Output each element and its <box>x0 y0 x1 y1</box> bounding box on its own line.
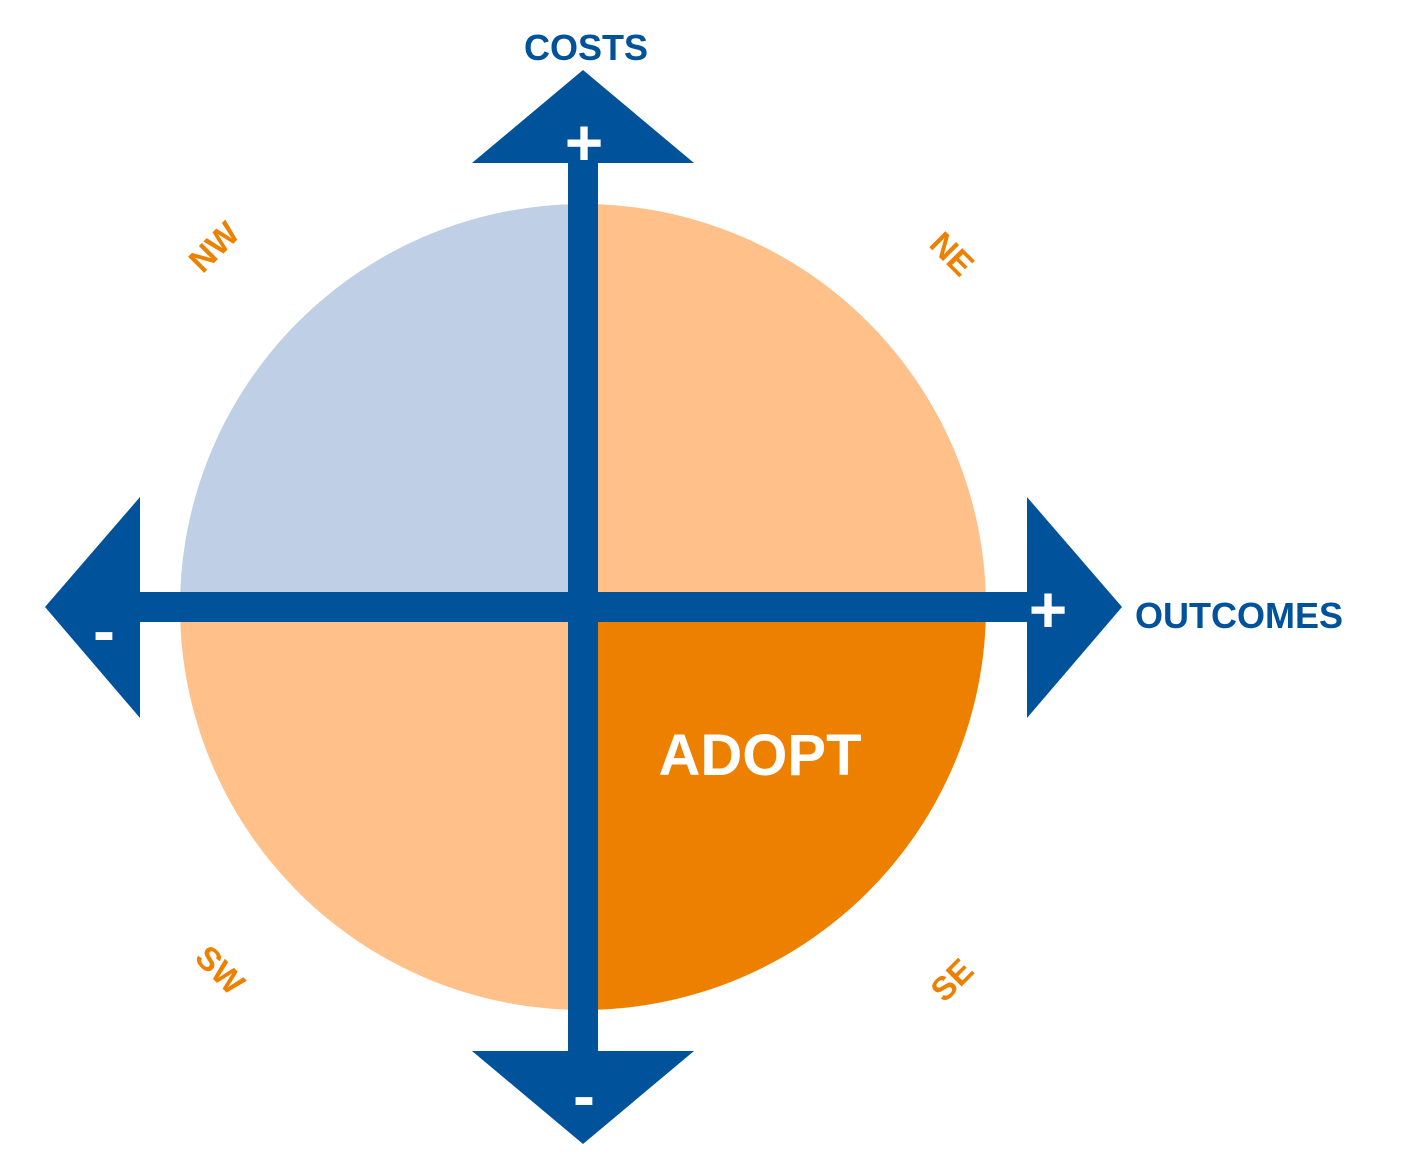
costs-down-arrowhead <box>472 1051 694 1144</box>
quadrant-se <box>583 607 986 1010</box>
quadrant-sw <box>180 607 583 1010</box>
outcomes-left-arrowhead <box>45 497 140 718</box>
quadrant-nw <box>180 204 583 607</box>
direction-ne: NE <box>923 225 982 284</box>
direction-se: SE <box>923 951 980 1008</box>
direction-nw: NW <box>181 214 247 280</box>
adopt-label: ADOPT <box>659 723 862 788</box>
quadrant-ne <box>583 204 986 607</box>
horizontal-axis-bar <box>130 592 1040 622</box>
costs-up-arrowhead <box>472 70 694 163</box>
costs-axis-label: COSTS <box>524 27 648 68</box>
outcomes-plus-sign: + <box>1029 572 1068 646</box>
outcomes-axis-label: OUTCOMES <box>1135 595 1343 636</box>
outcomes-minus-sign: - <box>93 593 115 667</box>
costs-minus-sign: - <box>573 1058 595 1132</box>
outcomes-right-arrowhead <box>1027 497 1122 718</box>
costs-plus-sign: + <box>565 105 604 179</box>
direction-sw: SW <box>188 938 252 1002</box>
